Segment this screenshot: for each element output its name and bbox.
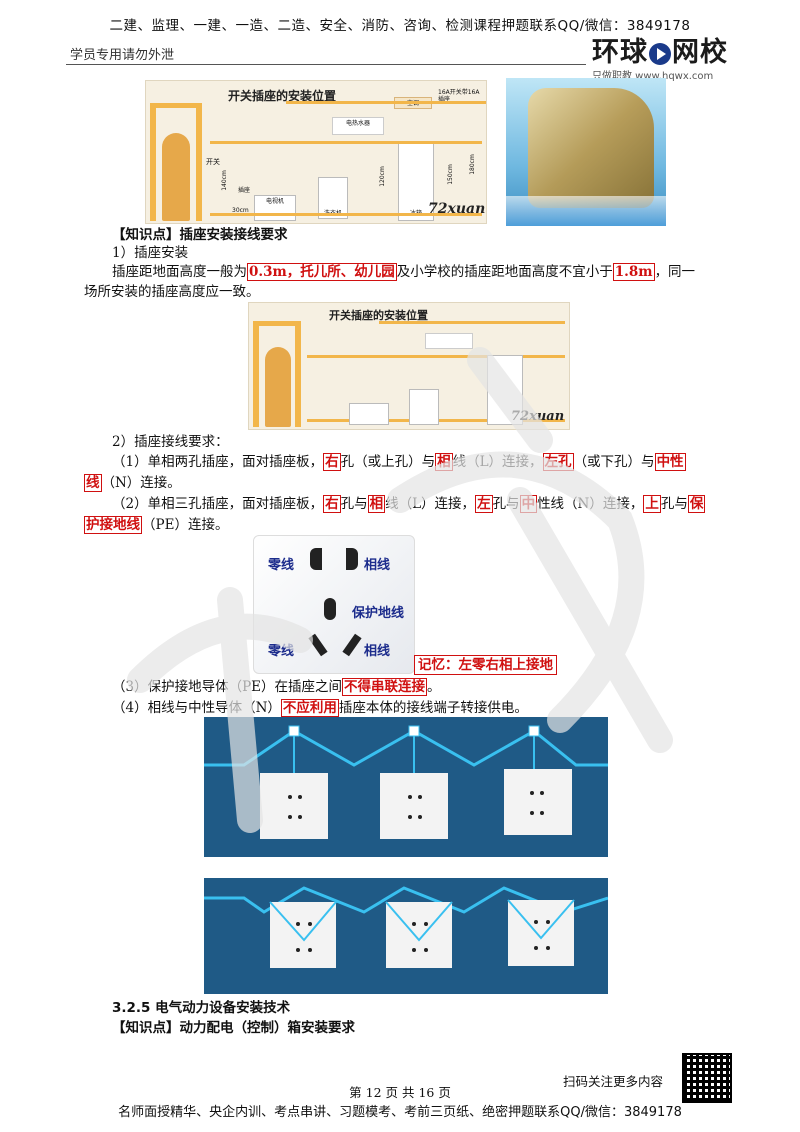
- footer-contact-line: 名师面授精华、央企内训、考点串讲、习题模考、考前三页纸、绝密押题联系QQ/微信：…: [118, 1105, 682, 1120]
- water-splash: [506, 196, 666, 226]
- logo-subtitle: 只做职教 www.hqwx.com: [592, 71, 714, 82]
- outlet-position-diagram-2: 开关插座的安装位置 72xuan: [248, 302, 570, 430]
- header-contact-line: 二建、监理、一建、一造、二造、安全、消防、咨询、检测课程押题联系QQ/微信：38…: [109, 18, 691, 34]
- page-number: 第 12 页 共 16 页: [349, 1085, 451, 1100]
- diagram-title: 开关插座的安装位置: [228, 89, 337, 103]
- paragraph-socket-height-cont: 场所安装的插座高度应一致。: [84, 284, 260, 300]
- image-watermark: 72xuan: [428, 201, 486, 217]
- label-phase-top: 相线: [364, 558, 391, 573]
- brand-logo: 环球网校 只做职教 www.hqwx.com: [592, 30, 742, 82]
- item-socket-install: 1）插座安装: [112, 245, 189, 261]
- series-wiring-lines: [204, 886, 608, 968]
- rule-no-transfer: （4）相线与中性导体（N）不应利用插座本体的接线端子转接供电。: [112, 699, 528, 717]
- knowledge-heading-socket: 【知识点】插座安装接线要求: [112, 227, 288, 243]
- waterproof-socket-photo: [506, 78, 666, 226]
- rule-pe-no-series: （3）保护接地导体（PE）在插座之间不得串联连接。: [112, 678, 441, 696]
- diagram-title-2: 开关插座的安装位置: [329, 309, 428, 322]
- three-hole-socket-photo: 零线 相线 保护地线 零线 相线: [253, 535, 415, 674]
- label-neutral-bottom: 零线: [268, 644, 295, 659]
- outlet-position-diagram: 开关插座的安装位置 开关 空调 16A开关带16A插座 电热水器 插座 电视机 …: [145, 80, 487, 224]
- header-divider: [66, 64, 586, 65]
- rule-two-hole: （1）单相两孔插座，面对插座板，右孔（或上孔）与相线（L）连接，左孔（或下孔）与…: [112, 453, 686, 471]
- socket-cover: [528, 88, 654, 208]
- person-silhouette: [162, 133, 190, 221]
- label-pe: 保护地线: [352, 606, 405, 621]
- header-confidential-note: 学员专用请勿外泄: [70, 48, 175, 63]
- logo-text-2: 网校: [672, 37, 728, 68]
- rule-three-hole: （2）单相三孔插座，面对插座板，右孔与相线（L）连接，左孔与中性线（N）连接，上…: [112, 495, 706, 513]
- section-title-3-2-5: 3.2.5 电气动力设备安装技术: [112, 1000, 291, 1016]
- qr-note: 扫码关注更多内容: [563, 1074, 664, 1089]
- play-icon: [649, 42, 671, 65]
- rule-two-hole-cont: 线（N）连接。: [84, 474, 181, 492]
- wiring-diagram-series: [204, 878, 608, 994]
- memo-mnemonic: 记忆：左零右相上接地: [414, 655, 557, 675]
- logo-text-1: 环球: [592, 37, 648, 68]
- item-socket-wiring: 2）插座接线要求：: [112, 434, 229, 450]
- wiring-diagram-parallel: [204, 717, 608, 857]
- highlight-1.8m: 1.8m: [612, 263, 655, 281]
- label-neutral-top: 零线: [268, 558, 295, 573]
- image-watermark-2: 72xuan: [511, 409, 565, 424]
- parallel-wiring-lines: [204, 725, 608, 839]
- knowledge-heading-distribution-box: 【知识点】动力配电（控制）箱安装要求: [112, 1020, 355, 1036]
- qr-code-icon[interactable]: [682, 1053, 732, 1103]
- label-phase-bottom: 相线: [364, 644, 391, 659]
- rule-three-hole-cont: 护接地线（PE）连接。: [84, 516, 229, 534]
- highlight-0.3m: 0.3m，托儿所、幼儿园: [247, 263, 397, 281]
